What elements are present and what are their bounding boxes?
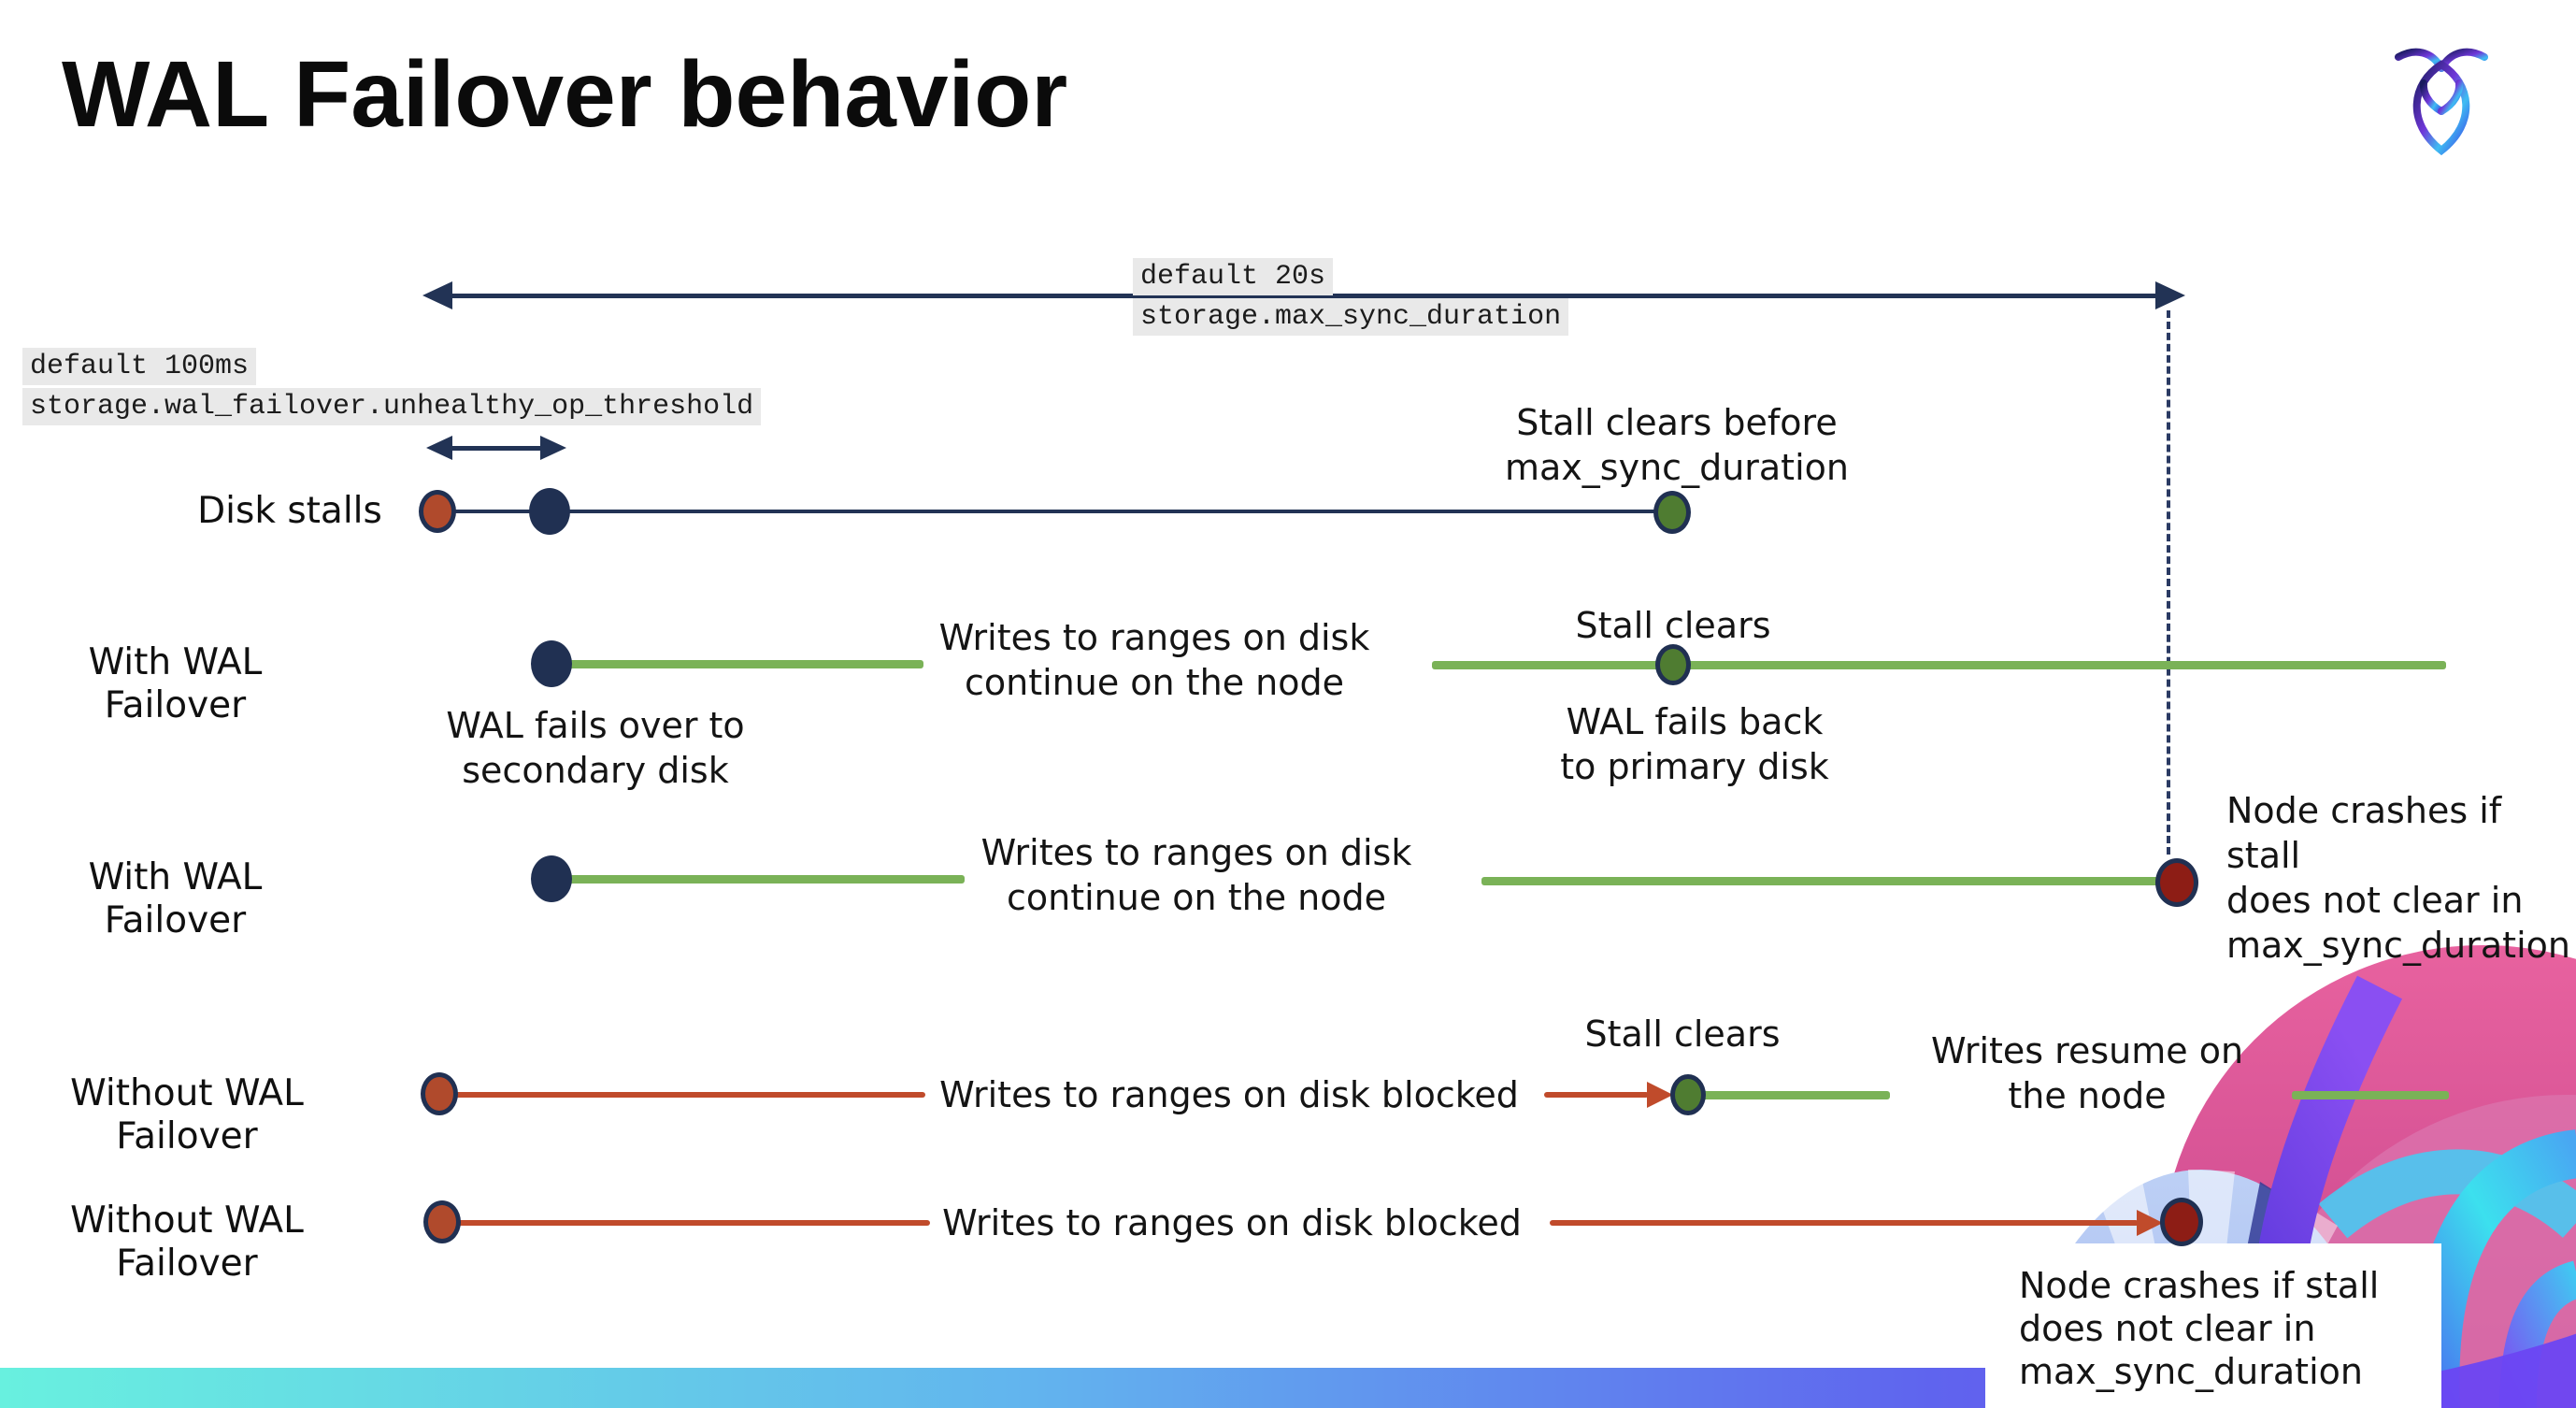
threshold-arrow-line [447,446,544,451]
resumed-writes-line-1b [2292,1091,2449,1099]
note-stall-clears-before: Stall clears before max_sync_duration [1505,402,1849,488]
note-wal-fails-over: WAL fails over to secondary disk [446,705,745,791]
blocked-writes-line-2a [453,1220,930,1226]
threshold-reached-dot [529,488,570,535]
healthy-writes-line-1a [563,660,923,668]
default-100ms-badge: default 100ms [22,348,257,385]
note-wal-fails-back: WAL fails back to primary disk [1560,701,1829,787]
row-label-with-wal-failover-1: With WAL Failover [88,641,263,726]
default-20s-badge: default 20s [1133,258,1334,295]
max-sync-duration-arrow-line [443,294,2159,298]
red-arrowhead-icon-1 [1647,1082,1673,1108]
threshold-arrowhead-left-icon [426,436,452,460]
crash-note-box: Node crashes if stall does not clear in … [1985,1243,2441,1408]
row-label-with-wal-failover-2: With WAL Failover [88,856,263,941]
page-title: WAL Failover behavior [62,42,1068,147]
note-node-crashes-2: Node crashes if stall does not clear in … [2019,1265,2380,1392]
healthy-writes-line-2a [563,875,965,884]
healthy-writes-line-1b [1432,661,2446,669]
max-sync-duration-callout: default 20s storage.max_sync_duration [1133,258,1569,338]
arrowhead-left-icon [422,281,452,309]
arrowhead-right-icon [2155,281,2185,309]
note-writes-blocked-2: Writes to ranges on disk blocked [942,1202,1522,1243]
stall-clears-dot-1 [1655,644,1691,685]
max-sync-deadline-dashed-line [2167,310,2170,855]
blocked-writes-line-1a [451,1092,925,1098]
stall-start-dot-2 [423,1200,461,1243]
blocked-writes-line-2b [1550,1220,2139,1226]
healthy-writes-line-2b [1481,877,2162,885]
stall-clears-dot-2 [1670,1074,1706,1115]
note-writes-continue-1: Writes to ranges on disk continue on the… [938,617,1370,703]
failover-dot-1 [531,640,572,687]
node-crash-dot-2 [2160,1198,2203,1246]
disk-stalls-timeline [437,510,1672,513]
failover-dot-2 [531,855,572,902]
note-node-crashes-1: Node crashes if stall does not clear in … [2226,790,2570,966]
note-writes-blocked-1: Writes to ranges on disk blocked [939,1074,1519,1115]
note-stall-clears-2: Stall clears [1584,1013,1781,1055]
threshold-arrowhead-right-icon [540,436,566,460]
cockroachdb-logo-icon [2395,48,2488,156]
max-sync-duration-setting-badge: storage.max_sync_duration [1133,298,1569,336]
note-writes-resume: Writes resume on the node [1930,1030,2244,1116]
unhealthy-op-threshold-setting-badge: storage.wal_failover.unhealthy_op_thresh… [22,388,762,425]
disk-stall-start-dot [419,490,456,533]
blocked-writes-line-1b [1544,1092,1649,1098]
unhealthy-op-threshold-callout: default 100ms storage.wal_failover.unhea… [22,348,762,428]
note-writes-continue-2: Writes to ranges on disk continue on the… [980,832,1412,918]
note-stall-clears-1: Stall clears [1575,605,1771,646]
node-crash-dot-1 [2155,858,2198,907]
row-label-without-wal-failover-2: Without WAL Failover [70,1200,304,1285]
red-arrowhead-icon-2 [2137,1210,2163,1236]
stall-clears-dot [1653,491,1691,534]
row-label-without-wal-failover-1: Without WAL Failover [70,1072,304,1157]
row-label-disk-stalls: Disk stalls [197,490,382,532]
resumed-writes-line-1a [1701,1091,1890,1099]
stall-start-dot-1 [421,1072,458,1115]
